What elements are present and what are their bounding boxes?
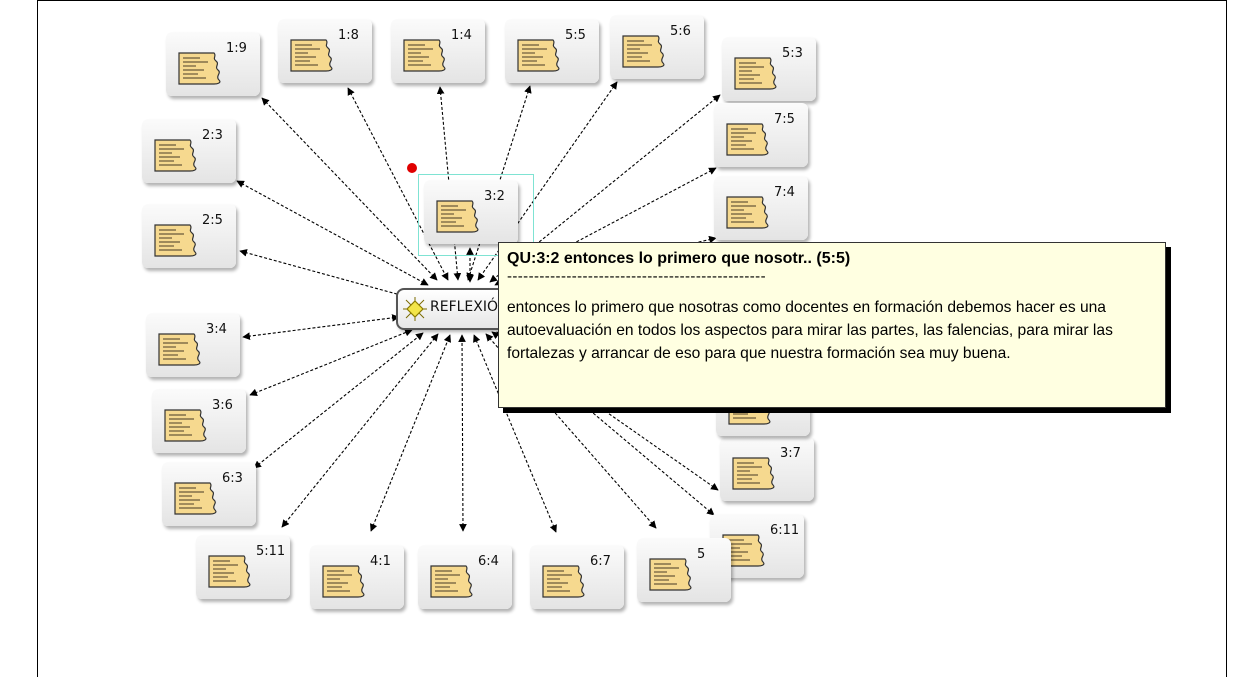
quotation-doc-icon: [436, 200, 479, 233]
quotation-node[interactable]: 5:11: [196, 535, 290, 599]
quotation-doc-icon: [517, 39, 560, 72]
quotation-doc-icon: [430, 565, 473, 598]
quotation-node-label: 4:1: [370, 554, 391, 569]
quotation-node[interactable]: 6:7: [530, 545, 624, 609]
quotation-doc-icon: [734, 57, 777, 90]
quotation-node-label: 3:4: [206, 322, 227, 337]
quotation-node[interactable]: 2:5: [142, 204, 236, 268]
quotation-node[interactable]: 3:2: [424, 180, 518, 244]
center-code-node[interactable]: REFLEXIÓN: [396, 288, 510, 330]
quotation-node[interactable]: 4:1: [310, 545, 404, 609]
quotation-doc-icon: [178, 52, 221, 85]
quotation-node[interactable]: 5:6: [610, 15, 704, 79]
quotation-node[interactable]: 6:4: [418, 545, 512, 609]
quotation-node-label: 1:8: [338, 28, 359, 43]
tooltip-body: entonces lo primero que nosotras como do…: [507, 299, 1113, 362]
quotation-doc-icon: [158, 333, 201, 366]
tooltip-title: QU:3:2 entonces lo primero que nosotr.. …: [507, 250, 851, 267]
edge-2-5: [239, 249, 405, 298]
quotation-node-label: 3:2: [484, 189, 505, 204]
quotation-node[interactable]: 1:8: [278, 19, 372, 83]
quotation-node[interactable]: 5: [637, 538, 731, 602]
quotation-node-label: 5:3: [782, 46, 803, 61]
quotation-doc-icon: [208, 555, 251, 588]
quotation-node[interactable]: 7:5: [714, 103, 808, 167]
quotation-node-label: 6:11: [770, 523, 800, 538]
quotation-node[interactable]: 6:3: [162, 462, 256, 526]
quotation-node-label: 2:3: [202, 128, 223, 143]
quotation-doc-icon: [322, 565, 365, 598]
quotation-node[interactable]: 7:4: [714, 176, 808, 240]
edge-3-6: [249, 329, 413, 396]
quotation-node-label: 3:7: [780, 446, 801, 461]
center-node-label: REFLEXIÓN: [430, 299, 509, 315]
quotation-node-label: 7:4: [774, 185, 795, 200]
quotation-node-label: 1:9: [226, 41, 247, 56]
quotation-node[interactable]: 3:4: [146, 313, 240, 377]
quotation-doc-icon: [732, 457, 775, 490]
quotation-node[interactable]: 3:7: [720, 437, 814, 501]
quotation-node-label: 6:7: [590, 554, 611, 569]
edge-1-9: [261, 97, 438, 281]
code-diamond-icon: [403, 297, 427, 321]
quotation-doc-icon: [726, 123, 769, 156]
quotation-doc-icon: [726, 196, 769, 229]
edge-6-3: [253, 332, 424, 469]
edge-7-5: [494, 167, 717, 286]
quotation-node[interactable]: 2:3: [142, 119, 236, 183]
quotation-doc-icon: [622, 35, 665, 68]
quotation-node-label: 7:5: [774, 112, 795, 127]
edge-5-11: [281, 333, 439, 528]
selection-frame: [418, 174, 534, 256]
tooltip-separator: ----------------------------------------…: [507, 268, 766, 285]
quotation-node-label: 5:11: [256, 544, 286, 559]
quotation-tooltip: QU:3:2 entonces lo primero que nosotr.. …: [498, 242, 1166, 408]
edge-4-1: [370, 334, 451, 532]
quotation-doc-icon: [290, 39, 333, 72]
edge-2-3: [236, 180, 429, 286]
edge-6-4: [458, 334, 467, 532]
quotation-node-label: 5:5: [565, 28, 586, 43]
edge-3-4: [242, 314, 400, 340]
quotation-doc-icon: [154, 139, 197, 172]
quotation-doc-icon: [403, 39, 446, 72]
quotation-doc-icon: [174, 482, 217, 515]
quotation-node[interactable]: 5:3: [722, 37, 816, 101]
quotation-doc-icon: [649, 558, 692, 591]
quotation-node-label: 3:6: [212, 398, 233, 413]
quotation-doc-icon: [164, 409, 207, 442]
quotation-node-label: 5: [697, 547, 706, 562]
selection-handle[interactable]: [407, 163, 417, 173]
quotation-node[interactable]: 1:4: [391, 19, 485, 83]
quotation-node[interactable]: 3:6: [152, 389, 246, 453]
edge-1-8: [347, 87, 449, 281]
quotation-node-label: 6:3: [222, 471, 243, 486]
quotation-node-label: 6:4: [478, 554, 499, 569]
quotation-node-label: 1:4: [451, 28, 472, 43]
quotation-node-label: 5:6: [670, 24, 691, 39]
quotation-node[interactable]: 1:9: [166, 32, 260, 96]
quotation-doc-icon: [154, 224, 197, 257]
quotation-doc-icon: [542, 565, 585, 598]
edge-5x: [485, 333, 657, 529]
quotation-node-label: 2:5: [202, 213, 223, 228]
quotation-node[interactable]: 5:5: [505, 19, 599, 83]
